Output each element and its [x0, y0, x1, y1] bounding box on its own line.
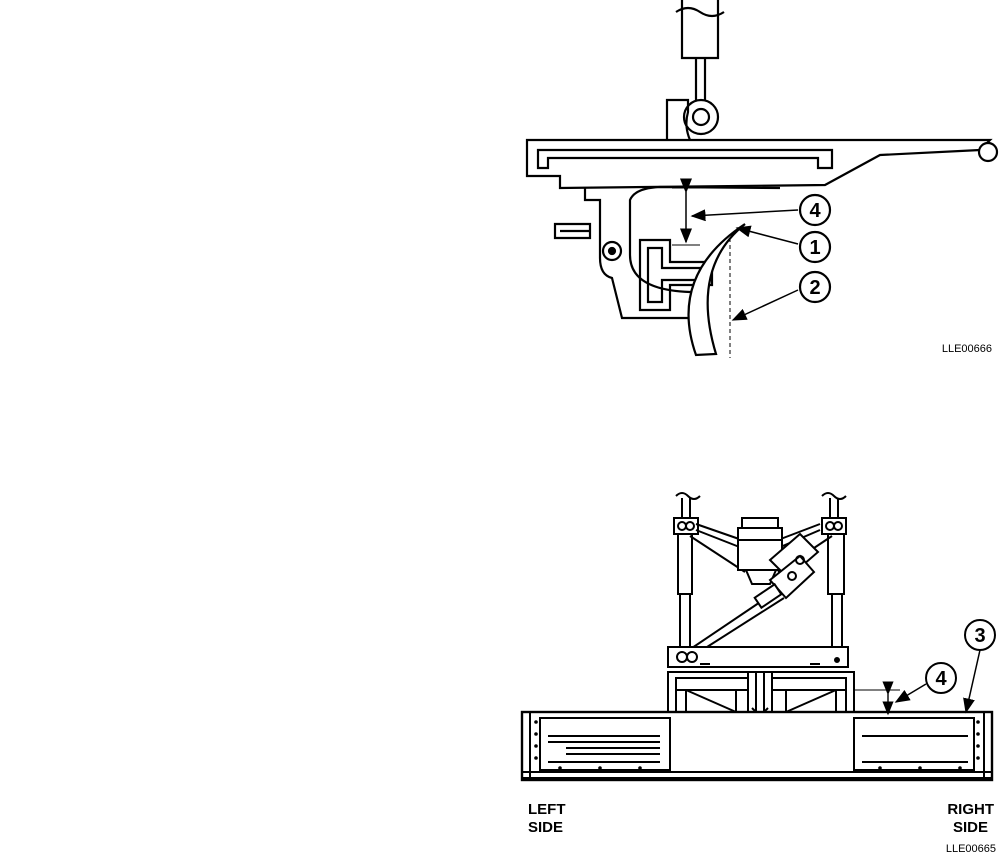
- leader-4-top: [692, 210, 798, 216]
- right-side-label-line2: SIDE: [953, 819, 988, 836]
- leader-2-top: [733, 290, 798, 320]
- lift-rods: [676, 493, 846, 650]
- center-block: [738, 518, 782, 584]
- frame-inner: [538, 150, 832, 168]
- pivot-bolt: [603, 242, 621, 260]
- cylinder-rod: [676, 0, 724, 100]
- figure-id-bottom: LLE00665: [946, 843, 996, 855]
- frame-outer: [527, 140, 990, 188]
- bottom-figure: [522, 493, 995, 780]
- left-side-label-line2: SIDE: [528, 819, 563, 836]
- leader-1-top: [737, 228, 798, 244]
- frame-end-knob: [979, 143, 997, 161]
- lift-hook: [667, 100, 718, 140]
- blade-body: [522, 712, 992, 780]
- callout-label-1-top: 1: [809, 237, 820, 259]
- callout-label-4-bottom: 4: [935, 668, 947, 690]
- figure-id-top: LLE00666: [942, 343, 992, 355]
- callout-label-2-top: 2: [809, 277, 820, 299]
- top-figure: [527, 0, 997, 358]
- blade-edge: [689, 224, 745, 355]
- leader-4-bottom: [896, 684, 926, 702]
- leader-3-bottom: [966, 650, 980, 712]
- right-side-label-line1: RIGHT: [947, 801, 994, 818]
- callout-label-3-bottom: 3: [974, 625, 985, 647]
- left-side-label-line1: LEFT: [528, 801, 566, 818]
- cross-beam: [668, 647, 848, 667]
- callout-label-4-top: 4: [809, 200, 821, 222]
